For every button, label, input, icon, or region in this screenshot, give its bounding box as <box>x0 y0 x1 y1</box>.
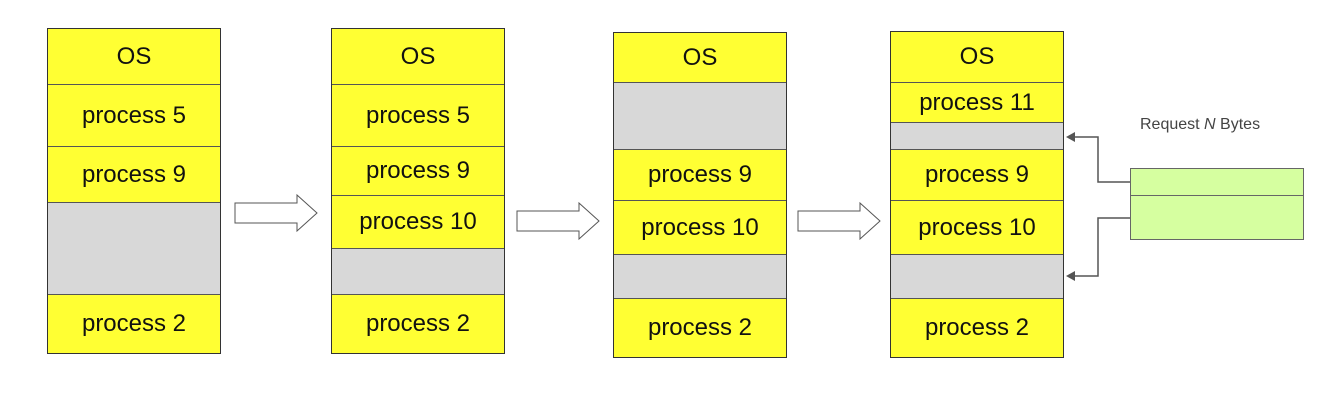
segment-label: process 11 <box>919 88 1035 116</box>
segment-label: process 2 <box>924 314 1030 341</box>
memory-segment: OS <box>332 29 504 85</box>
segment-label: OS <box>400 42 436 70</box>
memory-stack-4: OS process 11 process 9 process 10 process 2 <box>890 31 1064 358</box>
segment-label: process 2 <box>81 310 187 337</box>
request-block-divider <box>1131 195 1303 196</box>
segment-label: process 5 <box>81 101 187 129</box>
request-label: Request N Bytes <box>1140 116 1260 134</box>
memory-segment: process 9 <box>891 150 1063 201</box>
segment-label: process 10 <box>918 213 1036 241</box>
memory-segment: process 2 <box>332 295 504 353</box>
free-hole <box>891 123 1063 150</box>
memory-segment: process 5 <box>332 85 504 147</box>
memory-segment: OS <box>614 33 786 83</box>
memory-segment: process 9 <box>48 147 220 203</box>
segment-label: process 10 <box>359 208 477 235</box>
segment-label: process 9 <box>924 161 1030 188</box>
request-arrow-upper <box>1070 136 1130 183</box>
memory-stack-3: OS process 9 process 10 process 2 <box>613 32 787 358</box>
memory-segment: process 5 <box>48 85 220 147</box>
transition-arrow-3 <box>797 201 881 241</box>
segment-label: process 9 <box>365 157 471 184</box>
request-block <box>1130 168 1304 240</box>
request-label-prefix: Request <box>1140 116 1205 133</box>
segment-label: OS <box>682 43 718 71</box>
segment-label: process 9 <box>81 160 187 188</box>
memory-segment: process 2 <box>614 299 786 357</box>
memory-segment: process 10 <box>614 201 786 255</box>
free-hole <box>891 255 1063 299</box>
request-arrowhead-upper <box>1066 132 1075 142</box>
request-arrowhead-lower <box>1066 271 1075 281</box>
segment-label: process 5 <box>365 101 471 129</box>
transition-arrow-2 <box>516 201 600 241</box>
request-label-suffix: Bytes <box>1215 116 1261 133</box>
memory-segment: process 2 <box>48 295 220 353</box>
segment-label: OS <box>959 43 995 70</box>
memory-segment: OS <box>891 32 1063 83</box>
memory-segment: process 10 <box>332 196 504 249</box>
request-arrow-lower <box>1070 217 1130 277</box>
memory-segment: process 11 <box>891 83 1063 123</box>
free-hole <box>48 203 220 295</box>
transition-arrow-1 <box>234 193 318 233</box>
memory-segment: process 2 <box>891 299 1063 357</box>
memory-stack-2: OS process 5 process 9 process 10 process 2 <box>331 28 505 354</box>
free-hole <box>614 255 786 299</box>
segment-label: process 2 <box>365 310 471 337</box>
memory-segment: process 9 <box>614 150 786 201</box>
free-hole <box>332 249 504 295</box>
segment-label: process 9 <box>647 161 753 188</box>
request-label-n: N <box>1204 116 1216 133</box>
free-hole <box>614 83 786 150</box>
memory-stack-1: OS process 5 process 9 process 2 <box>47 28 221 354</box>
segment-label: process 2 <box>647 314 753 341</box>
memory-segment: process 9 <box>332 147 504 196</box>
memory-segment: OS <box>48 29 220 85</box>
segment-label: OS <box>116 42 152 70</box>
memory-segment: process 10 <box>891 201 1063 255</box>
segment-label: process 10 <box>641 213 759 241</box>
